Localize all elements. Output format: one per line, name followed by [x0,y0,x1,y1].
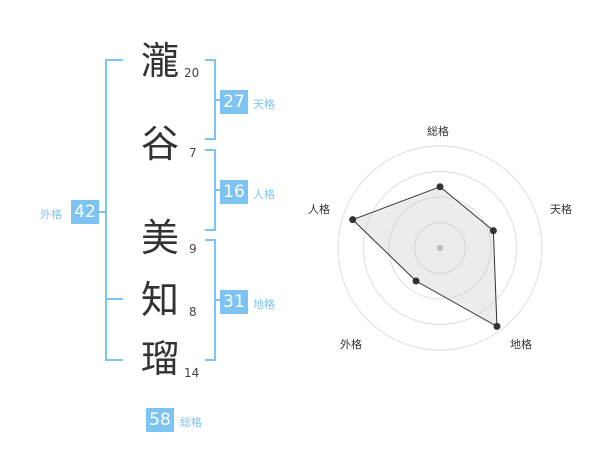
radar-point [349,216,357,224]
name-char-4: 知 [141,278,180,322]
stroke-count-2: 7 [189,146,197,160]
gaikaku-badge: 42 [71,200,99,224]
soukaku-label: 総格 [180,416,202,429]
radar-label-jinkaku: 人格 [308,203,330,216]
radar-label-tenkaku: 天格 [550,203,572,216]
stroke-count-3: 9 [189,242,197,256]
stroke-count-4: 8 [189,305,197,319]
gaikaku-label: 外格 [40,208,62,221]
name-char-2: 谷 [141,122,180,166]
stroke-count-1: 20 [184,66,200,80]
soukaku-badge: 58 [146,408,174,432]
jinkaku-label: 人格 [253,188,275,201]
chikaku-badge: 31 [220,290,248,314]
radar-label-gaikaku: 外格 [340,338,362,351]
radar-center [437,245,443,251]
gaikaku-bracket [105,59,123,361]
tenkaku-badge: 27 [220,90,248,114]
radar-label-chikaku: 地格 [510,338,532,351]
name-char-5: 瑠 [141,337,180,381]
radar-point [412,277,420,285]
radar-point [489,227,497,235]
radar-point [493,322,501,330]
radar-label-soukaku: 総格 [427,125,449,138]
chikaku-label: 地格 [253,298,275,311]
name-char-3: 美 [141,216,180,260]
name-char-1: 瀧 [141,39,180,83]
radar-point [436,183,444,191]
jinkaku-badge: 16 [220,180,248,204]
tenkaku-label: 天格 [253,98,275,111]
radar-polygon [351,186,498,328]
stroke-count-5: 14 [184,366,200,380]
